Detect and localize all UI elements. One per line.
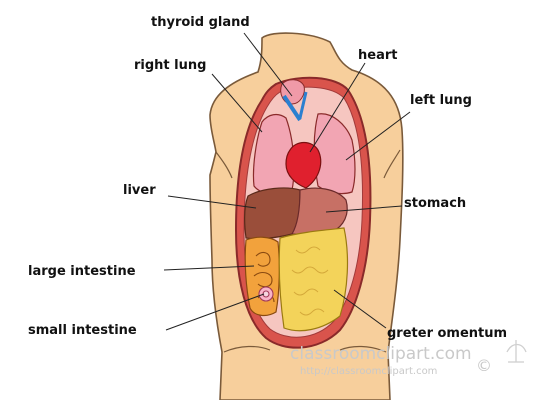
watermark-logo-icon xyxy=(506,340,527,363)
watermark-site: classroomclipart.com xyxy=(290,344,472,364)
small-intestine xyxy=(253,251,275,303)
leader-lines xyxy=(163,32,411,331)
liver xyxy=(244,187,301,240)
watermark-copyright: © xyxy=(476,356,492,375)
label-liver: liver xyxy=(123,183,156,198)
label-greter-omentum: greter omentum xyxy=(387,326,508,341)
label-thyroid-gland: thyroid gland xyxy=(151,15,250,30)
heart xyxy=(285,141,322,189)
label-right-lung: right lung xyxy=(134,58,207,73)
label-left-lung: left lung xyxy=(410,93,472,108)
large-intestine xyxy=(244,236,280,317)
label-heart: heart xyxy=(358,48,398,63)
watermark-url: http://classroomclipart.com xyxy=(300,366,438,377)
label-small-intestine: small intestine xyxy=(28,323,137,338)
label-stomach: stomach xyxy=(404,196,467,211)
greater-omentum xyxy=(278,227,349,332)
label-large-intestine: large intestine xyxy=(28,264,136,279)
